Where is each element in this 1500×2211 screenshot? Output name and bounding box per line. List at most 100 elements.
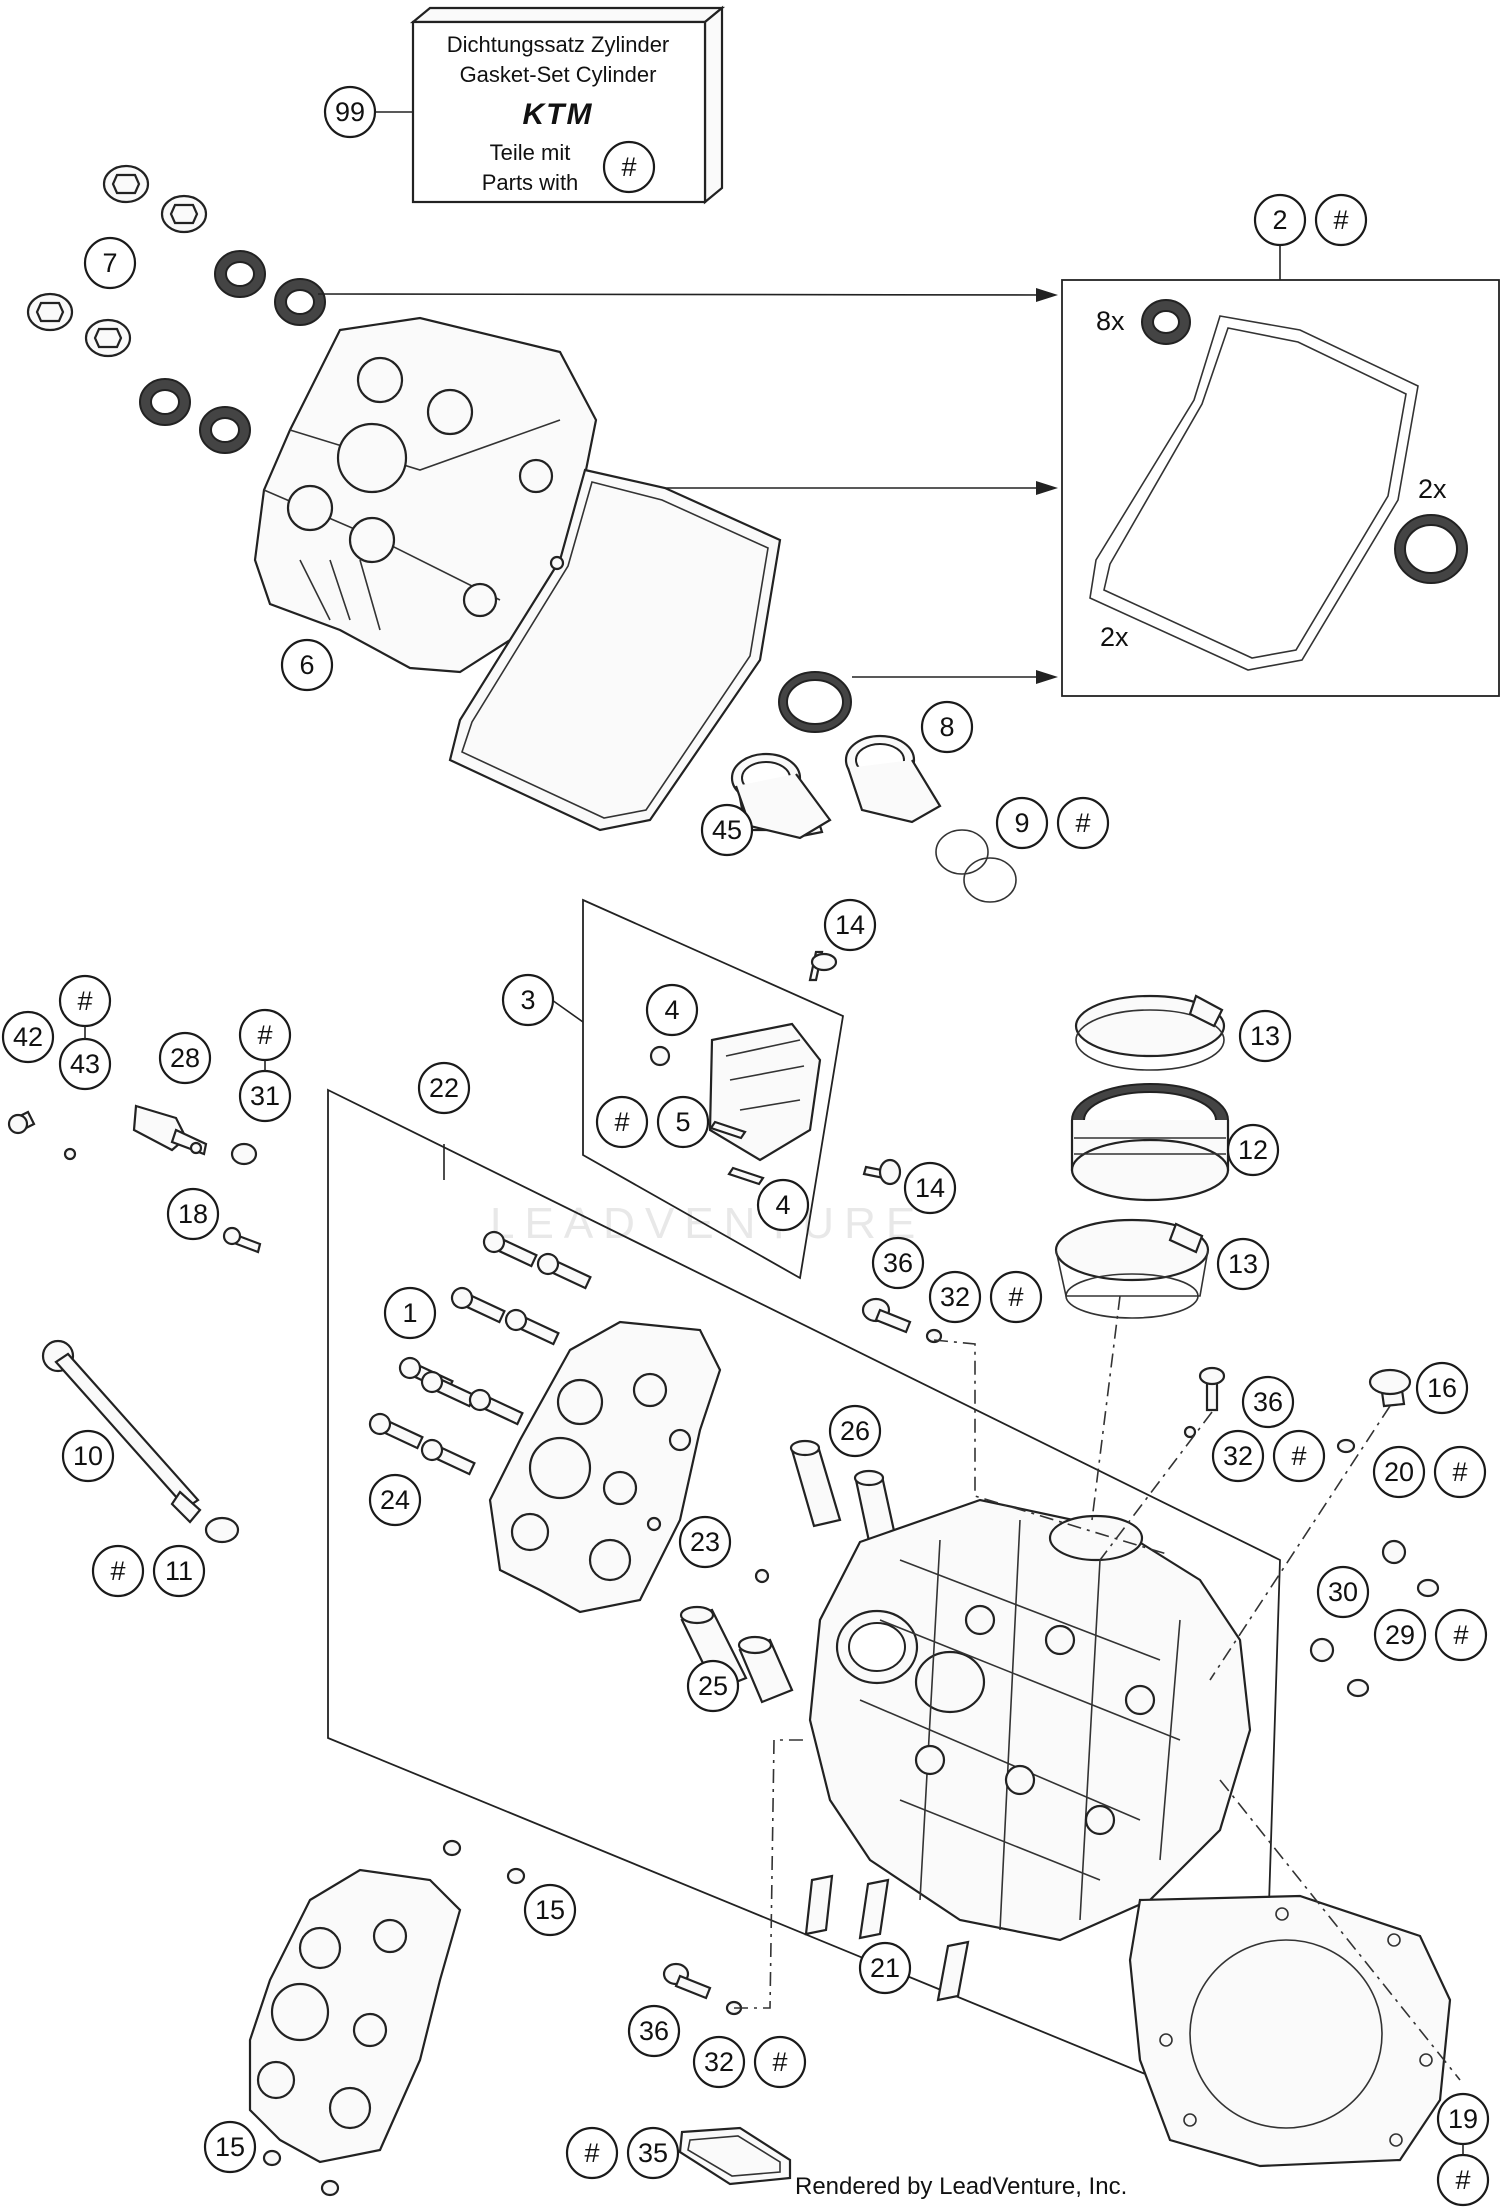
callout-32b[interactable]: 32: [1211, 1429, 1265, 1483]
callout-25[interactable]: 25: [686, 1659, 740, 1713]
callout-1[interactable]: 1: [383, 1286, 437, 1340]
callout-36a[interactable]: 36: [871, 1236, 925, 1290]
svg-text:20: 20: [1384, 1457, 1414, 1487]
svg-text:#: #: [1291, 1441, 1306, 1471]
svg-text:32: 32: [1223, 1441, 1253, 1471]
cylinder-head: [808, 1498, 1252, 1942]
o-rings-9: [935, 829, 1017, 903]
callout-19[interactable]: 19: [1436, 2092, 1490, 2146]
svg-text:24: 24: [380, 1485, 410, 1515]
seal-rings-29: [1346, 1578, 1440, 1698]
svg-text:45: 45: [712, 815, 742, 845]
callout-10[interactable]: 10: [61, 1429, 115, 1483]
callout-3[interactable]: 3: [501, 973, 555, 1027]
callout-16[interactable]: 16: [1415, 1361, 1469, 1415]
callout-7[interactable]: 7: [83, 236, 137, 290]
callout-2-marker[interactable]: #: [1314, 193, 1368, 247]
tensioner-bolt-14a: [808, 950, 838, 982]
callout-11[interactable]: 11: [152, 1544, 206, 1598]
callout-42[interactable]: 42: [1, 1010, 55, 1064]
watermark-text: LEADVENTURE: [490, 1199, 925, 1248]
callout-36b[interactable]: 36: [1241, 1375, 1295, 1429]
svg-text:12: 12: [1238, 1135, 1268, 1165]
callout-21[interactable]: 21: [858, 1941, 912, 1995]
svg-text:26: 26: [840, 1416, 870, 1446]
callout-32c[interactable]: 32: [692, 2035, 746, 2089]
svg-text:14: 14: [915, 1173, 945, 1203]
assembly-line-4: [1209, 1405, 1391, 1681]
dowel-23b: [754, 1568, 770, 1584]
svg-text:11: 11: [165, 1556, 193, 1586]
svg-text:8: 8: [939, 712, 954, 742]
camshaft-bearing-bolts: [368, 1230, 592, 1476]
callout-32a[interactable]: 32: [928, 1270, 982, 1324]
callout-5[interactable]: 5: [656, 1095, 710, 1149]
intake-rubber-12: [1070, 1083, 1230, 1202]
callout-24[interactable]: 24: [368, 1473, 422, 1527]
callout-4a[interactable]: 4: [645, 983, 699, 1037]
svg-text:1: 1: [402, 1298, 417, 1328]
callout-28[interactable]: 28: [158, 1031, 212, 1085]
svg-text:22: 22: [429, 1073, 459, 1103]
callout-32a-marker[interactable]: #: [989, 1270, 1043, 1324]
camshaft-bearing-bridge: [488, 1320, 722, 1614]
callout-99[interactable]: 99: [323, 85, 377, 139]
callout-23[interactable]: 23: [678, 1515, 732, 1569]
svg-text:35: 35: [638, 2138, 668, 2168]
callout-15a[interactable]: 15: [523, 1883, 577, 1937]
callout-5-marker[interactable]: #: [595, 1095, 649, 1149]
callout-35-marker[interactable]: #: [565, 2126, 619, 2180]
callout-30[interactable]: 30: [1316, 1565, 1370, 1619]
callout-26[interactable]: 26: [828, 1404, 882, 1458]
assembly-line-3: [1091, 1295, 1121, 1521]
callout-22[interactable]: 22: [417, 1061, 471, 1115]
callout-12[interactable]: 12: [1226, 1123, 1280, 1177]
svg-text:#: #: [257, 1020, 272, 1050]
spark-plug-tube-b: [844, 734, 942, 824]
gasket-set-box: Dichtungssatz Zylinder Gasket-Set Cylind…: [409, 5, 726, 205]
callout-2[interactable]: 2: [1253, 193, 1307, 247]
callout-20[interactable]: 20: [1372, 1445, 1426, 1499]
callout-14b[interactable]: 14: [903, 1161, 957, 1215]
callout-36c[interactable]: 36: [627, 2004, 681, 2058]
tensioner-frame: [582, 898, 845, 1280]
callout-11-marker[interactable]: #: [91, 1544, 145, 1598]
callout-43-marker[interactable]: #: [58, 974, 112, 1028]
callout-9-marker[interactable]: #: [1056, 796, 1110, 850]
spark-plug-seal: [778, 671, 852, 733]
seal-ring-31: [230, 1142, 258, 1166]
callout-13a[interactable]: 13: [1238, 1009, 1292, 1063]
seal-32a: [925, 1328, 943, 1344]
callout-13b[interactable]: 13: [1216, 1237, 1270, 1291]
qty-2x-label-a: 2x: [1418, 474, 1447, 504]
svg-text:16: 16: [1427, 1373, 1457, 1403]
cover-bolt-washers: [26, 164, 208, 358]
callout-32c-marker[interactable]: #: [753, 2035, 807, 2089]
callout-31[interactable]: 31: [238, 1069, 292, 1123]
svg-text:#: #: [77, 986, 92, 1016]
callout-6[interactable]: 6: [280, 638, 334, 692]
assembly-line-6: [734, 1739, 806, 2009]
callout-8[interactable]: 8: [920, 700, 974, 754]
temperature-sensor-16: [1368, 1368, 1412, 1408]
callout-29-marker[interactable]: #: [1434, 1608, 1488, 1662]
kit-gasket-outline: [1089, 315, 1419, 671]
svg-text:4: 4: [664, 995, 679, 1025]
svg-text:#: #: [1008, 1282, 1023, 1312]
svg-text:#: #: [614, 1107, 629, 1137]
callout-29[interactable]: 29: [1373, 1608, 1427, 1662]
callout-4b[interactable]: 4: [756, 1178, 810, 1232]
callout-9[interactable]: 9: [995, 796, 1049, 850]
callout-19-marker[interactable]: #: [1436, 2153, 1490, 2207]
svg-text:29: 29: [1385, 1620, 1415, 1650]
callout-20-marker[interactable]: #: [1433, 1445, 1487, 1499]
callout-32b-marker[interactable]: #: [1272, 1429, 1326, 1483]
callout-18[interactable]: 18: [166, 1187, 220, 1241]
callout-15b[interactable]: 15: [203, 2120, 257, 2174]
callout-45[interactable]: 45: [700, 803, 754, 857]
callout-43[interactable]: 43: [58, 1037, 112, 1091]
gasket-35: [678, 2126, 792, 2186]
callout-35[interactable]: 35: [626, 2126, 680, 2180]
callout-14a[interactable]: 14: [823, 898, 877, 952]
callout-31-marker[interactable]: #: [238, 1008, 292, 1062]
